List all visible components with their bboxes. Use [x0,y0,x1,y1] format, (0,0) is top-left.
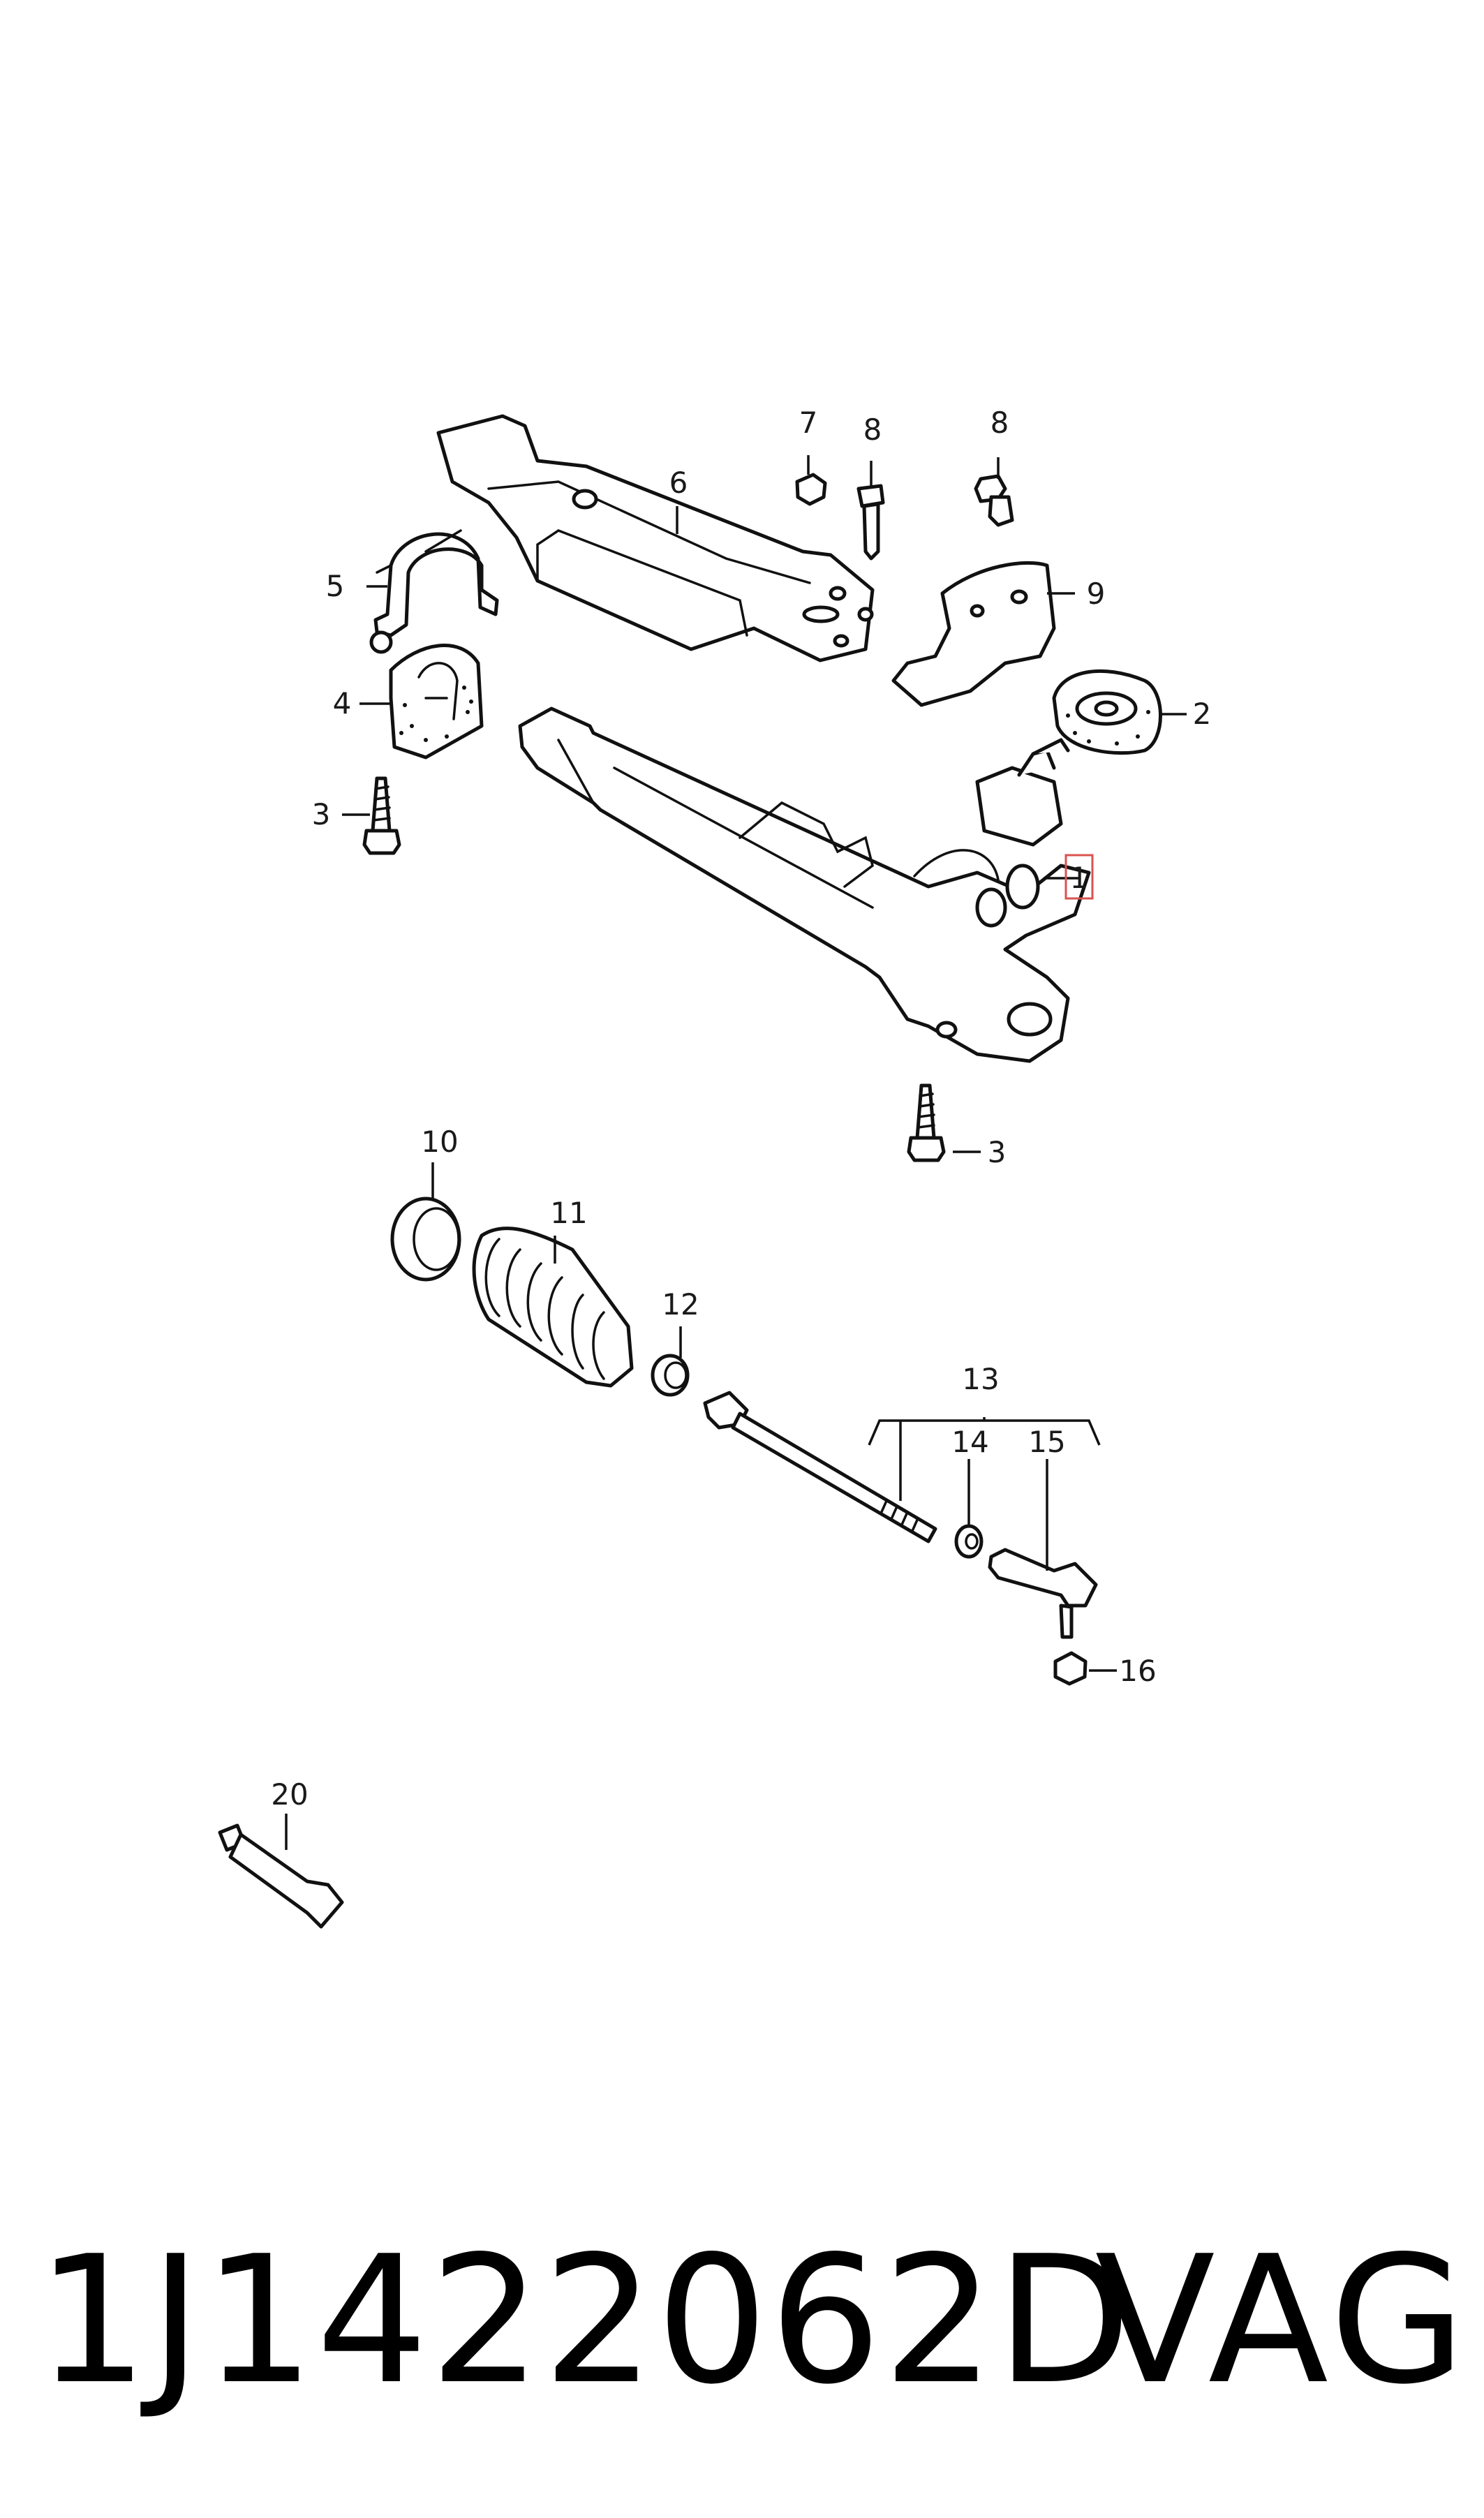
bolt-lower [907,1083,946,1162]
rubber-bushing [389,644,484,760]
nut-16 [1053,1651,1088,1686]
rubber-boot [472,1227,634,1388]
callout-4[interactable]: 4 [333,686,352,720]
nut-7 [795,473,827,506]
heat-shield [891,561,1056,707]
callout-15[interactable]: 15 [1028,1425,1065,1459]
clamp-ring [390,1197,461,1282]
bolt-8a [856,484,885,561]
leader-lines [285,455,1187,1850]
callout-8-left[interactable]: 8 [863,413,882,447]
tie-rod [703,1391,937,1543]
bolt-8b [974,474,1014,527]
callout-10[interactable]: 10 [421,1125,458,1159]
callout-20[interactable]: 20 [271,1777,308,1812]
callout-1-highlight [1064,854,1094,900]
lock-nut [954,1524,984,1559]
callout-11[interactable]: 11 [550,1196,587,1230]
crossmember-bracket [436,414,875,662]
callout-12[interactable]: 12 [662,1287,699,1321]
callout-6[interactable]: 6 [669,466,688,500]
callout-5[interactable]: 5 [326,569,345,603]
callout-9[interactable]: 9 [1087,577,1106,611]
callout-14[interactable]: 14 [951,1425,988,1459]
callout-16[interactable]: 16 [1119,1654,1156,1688]
mounting-clamp [369,529,499,654]
rubber-grommet [1052,669,1162,755]
tie-rod-end [988,1548,1098,1639]
callout-3-upper[interactable]: 3 [312,797,331,831]
callout-13[interactable]: 13 [962,1362,999,1396]
grease-tube [218,1823,344,1929]
callout-2[interactable]: 2 [1193,697,1212,731]
callout-1[interactable]: 1 [1070,861,1089,895]
footer: 1J1422062D VAG [0,2206,1484,2436]
small-clamp [651,1354,690,1397]
bolt-upper [362,776,401,855]
steering-rack [518,706,1091,1063]
callout-3-lower[interactable]: 3 [988,1135,1007,1169]
brand-name: VAG [1095,2219,1470,2423]
callout-8-right[interactable]: 8 [990,406,1009,440]
callout-7[interactable]: 7 [799,406,818,440]
part-number: 1J1422062D [36,2219,1134,2423]
